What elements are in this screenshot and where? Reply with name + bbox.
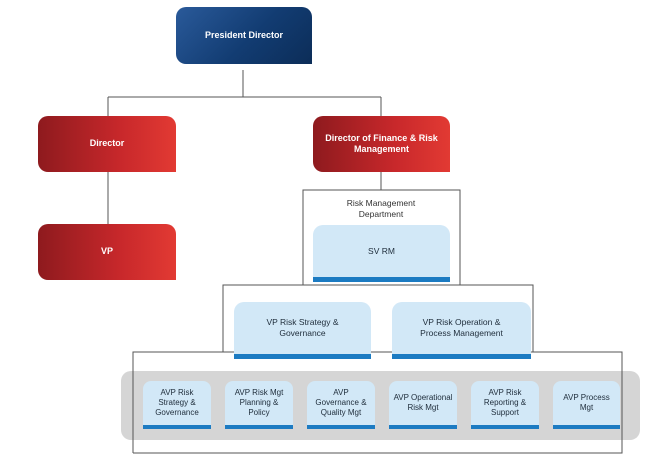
avp-risk-reporting-node: AVP Risk Reporting & Support — [471, 381, 539, 429]
director-finance-label: Director of Finance & Risk Management — [325, 132, 438, 154]
president-director-node: President Director — [176, 7, 312, 64]
avp-risk-planning-label: AVP Risk Mgt Planning & Policy — [234, 388, 284, 417]
avp-process-mgt-node: AVP Process Mgt — [553, 381, 620, 429]
director-label: Director — [89, 138, 125, 149]
sv-rm-label: SV RM — [368, 245, 395, 256]
vp-risk-strategy-label: VP Risk Strategy & Governance — [266, 317, 339, 338]
president-director-label: President Director — [204, 29, 284, 40]
avp-process-mgt-label: AVP Process Mgt — [563, 393, 610, 412]
dept-outline-lower — [132, 351, 623, 454]
sv-rm-node: SV RM — [313, 225, 450, 282]
risk-management-department-label: Risk Management Department — [346, 198, 416, 219]
avp-risk-strategy-node: AVP Risk Strategy & Governance — [143, 381, 211, 429]
vp-node: VP — [38, 224, 176, 280]
vp-risk-strategy-node: VP Risk Strategy & Governance — [234, 302, 371, 359]
avp-governance-quality-node: AVP Governance & Quality Mgt — [307, 381, 375, 429]
avp-operational-risk-node: AVP Operational Risk Mgt — [389, 381, 457, 429]
dept-outline-upper — [302, 189, 461, 285]
avp-governance-quality-label: AVP Governance & Quality Mgt — [315, 388, 367, 417]
vp-label: VP — [100, 246, 113, 257]
avp-risk-planning-node: AVP Risk Mgt Planning & Policy — [225, 381, 293, 429]
avp-operational-risk-label: AVP Operational Risk Mgt — [393, 393, 453, 412]
vp-risk-operation-label: VP Risk Operation & Process Management — [420, 317, 503, 338]
dept-outline-middle — [222, 284, 534, 352]
vp-risk-operation-node: VP Risk Operation & Process Management — [392, 302, 531, 359]
director-finance-node: Director of Finance & Risk Management — [313, 116, 450, 172]
director-node: Director — [38, 116, 176, 172]
avp-risk-strategy-label: AVP Risk Strategy & Governance — [155, 388, 199, 417]
avp-risk-reporting-label: AVP Risk Reporting & Support — [483, 388, 527, 417]
